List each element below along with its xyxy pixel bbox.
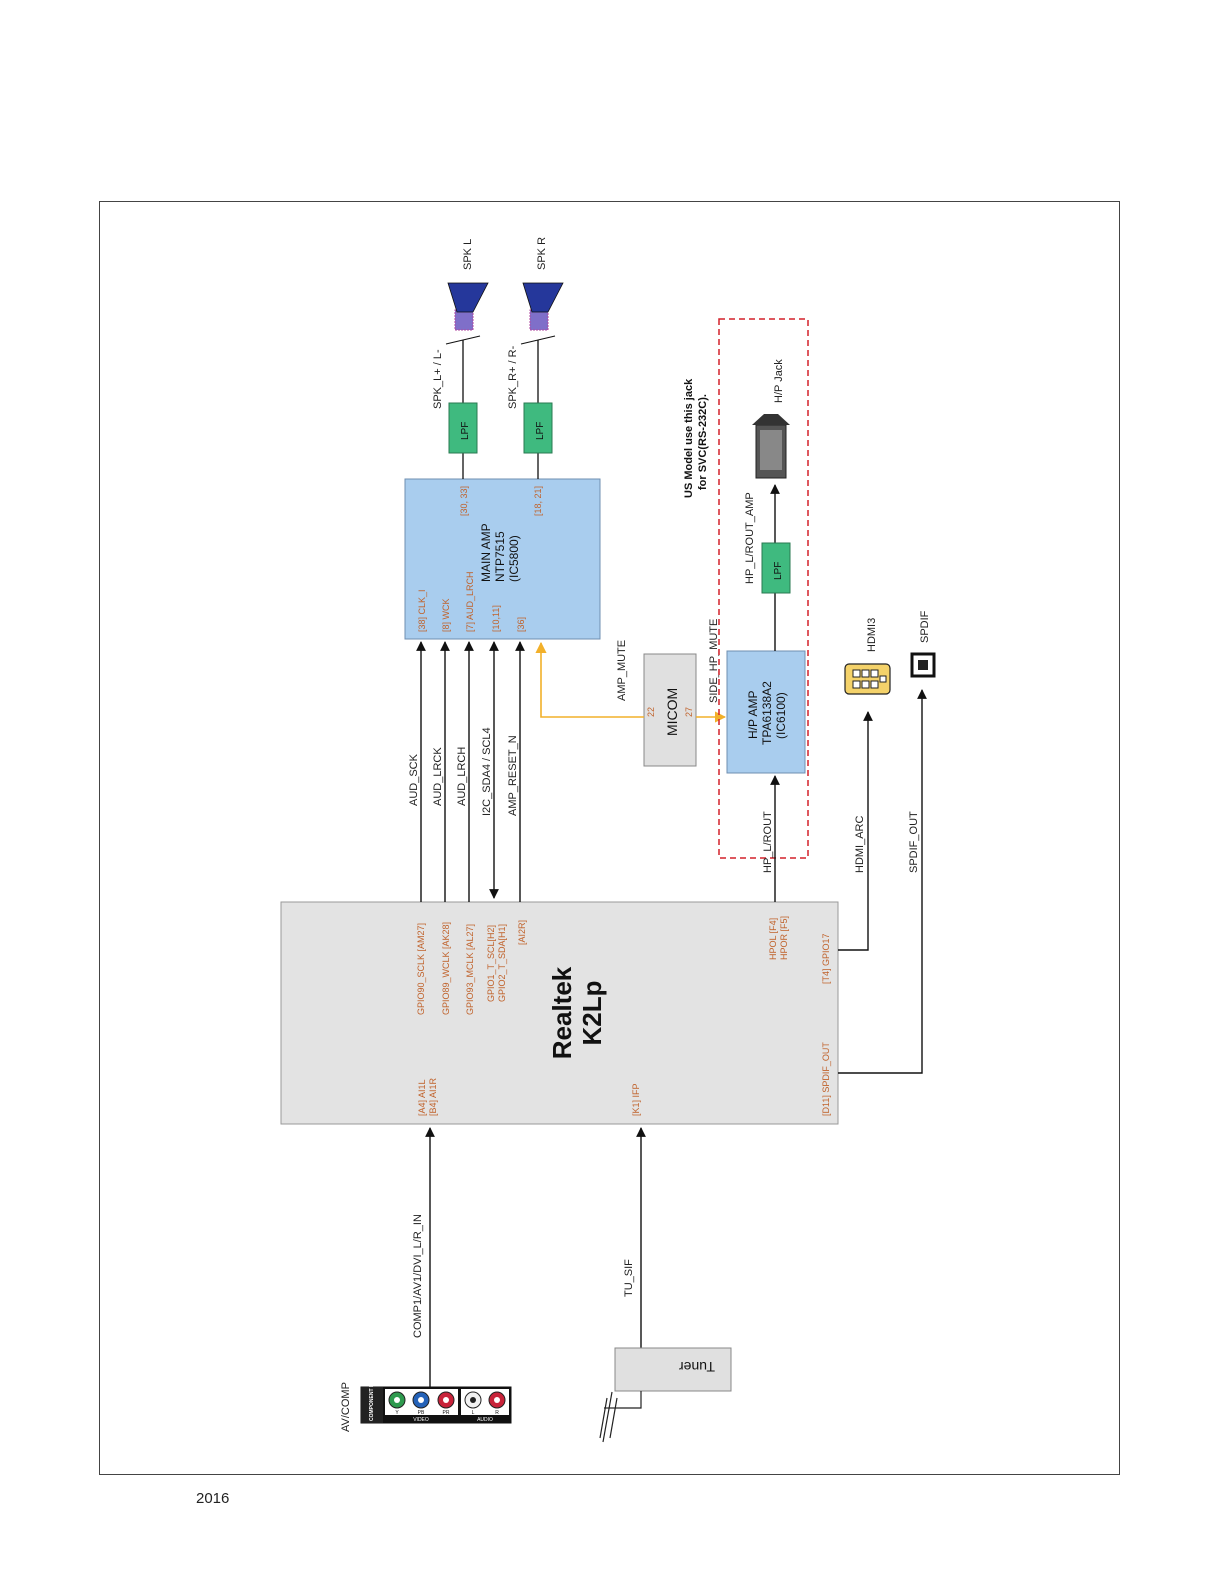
hdmi3-label: HDMI3	[866, 618, 878, 652]
speaker-right-icon	[522, 282, 564, 331]
micom-label: MICOM	[664, 688, 680, 736]
comp-in-label: COMP1/AV1/DVI_L/R_IN	[412, 1214, 424, 1338]
av-jack-l: L	[472, 1410, 475, 1416]
spdif-label: SPDIF	[919, 610, 931, 643]
hp-amp-chip: TPA6138A2	[760, 681, 774, 745]
lpf-left	[448, 402, 478, 454]
amp-pin-30-33: [30, 33]	[459, 486, 469, 516]
av-jack-y: Y	[395, 1410, 399, 1416]
antenna-icon	[599, 1391, 642, 1443]
av-jack-pb: PB	[418, 1410, 425, 1416]
pin-d11-spdif-out: [D11] SPDIF_OUT	[821, 1042, 831, 1116]
amp-pin-aud-lrch: [7] AUD_LRCH	[465, 571, 475, 632]
main-amp-block	[404, 478, 601, 640]
realtek-name: Realtek	[547, 966, 577, 1059]
pin-k1-ifp: [K1] IFP	[631, 1083, 641, 1116]
spk-l-wire-label: SPK_L+ / L-	[432, 349, 444, 409]
pin-b4-ai1r: [B4] AI1R	[428, 1077, 438, 1116]
hp-jack-icon	[752, 414, 790, 479]
amp-mute-label: AMP_MUTE	[616, 640, 628, 701]
spk-r-tick	[520, 335, 556, 345]
pin-gpio1-t-scl: GPIO1_T_SCL[H2]	[486, 925, 496, 1002]
hp-lrout-amp-label: HP_L/ROUT_AMP	[744, 492, 756, 584]
pin-ai2r: [AI2R]	[517, 920, 527, 945]
pin-t4-gpio17: [T4] GPIO17	[821, 933, 831, 984]
av-panel-title: COMPONENT IN	[369, 1382, 375, 1421]
amp-mute-line	[535, 641, 644, 718]
amp-pin-clk: [38] CLK_I	[417, 589, 427, 632]
amp-reset-label: AMP_RESET_N	[507, 735, 519, 816]
hdmi3-port-icon	[844, 663, 891, 695]
aud-lrch-label: AUD_LRCH	[456, 747, 468, 806]
spdif-out-label: SPDIF_OUT	[908, 811, 920, 873]
speaker-left-label: SPK L	[462, 239, 474, 270]
av-jack-pr: PR	[443, 1410, 450, 1416]
pin-gpio90-sclk: GPIO90_SCLK [AM27]	[416, 923, 426, 1015]
hdmi-arc-line	[838, 711, 873, 951]
micom-pin-22: 22	[646, 707, 656, 717]
us-model-note-line2: for SVC(RS-232C).	[697, 394, 709, 490]
av-jack-r: R	[495, 1410, 499, 1416]
pin-a4-ai1l: [A4] AI1L	[417, 1079, 427, 1116]
lpf-left-label: LPF	[460, 422, 471, 440]
hp-amp-ic: (IC6100)	[774, 692, 788, 739]
pin-hpor: HPOR [F5]	[779, 916, 789, 960]
hp-jack-label: H/P Jack	[773, 359, 785, 403]
lpf-right	[523, 402, 553, 454]
us-model-dashed-box	[718, 318, 809, 859]
amp-pin-wck: [8] WCK	[441, 598, 451, 632]
hdmi-arc-label: HDMI_ARC	[854, 815, 866, 873]
av-comp-jack-panel: COMPONENT IN Y PB PR L R VIDEO AUDIO	[360, 1382, 512, 1424]
spdif-port-icon	[910, 652, 936, 678]
lpf-hp	[761, 542, 791, 594]
amp-pin-36: [36]	[516, 617, 526, 632]
av-comp-label: AV/COMP	[340, 1382, 352, 1432]
hp-lrout-label: HP_L/ROUT	[762, 811, 774, 873]
speaker-left-icon	[447, 282, 489, 331]
tuner-block	[614, 1347, 732, 1392]
us-model-note-line1: US Model use this jack	[683, 378, 695, 498]
spdif-out-line	[838, 689, 927, 1074]
hp-amp-title: H/P AMP	[746, 691, 760, 739]
av-audio-label: AUDIO	[477, 1417, 493, 1423]
aud-lrck-label: AUD_LRCK	[432, 747, 444, 806]
aud-sck-label: AUD_SCK	[408, 753, 420, 806]
i2c-label: I2C_SDA4 / SCL4	[481, 727, 493, 816]
spk-l-tick	[445, 335, 481, 345]
side-hp-mute-label: SIDE_HP_MUTE	[708, 619, 720, 703]
main-amp-ic: (IC5800)	[507, 535, 521, 582]
lpf-right-label: LPF	[535, 422, 546, 440]
main-amp-title: MAIN AMP	[479, 523, 493, 582]
diagram-frame	[99, 201, 1120, 1475]
amp-pin-18-21: [18, 21]	[533, 486, 543, 516]
av-video-label: VIDEO	[413, 1417, 429, 1423]
tu-sif-label: TU_SIF	[623, 1259, 635, 1297]
main-amp-chip: NTP7515	[493, 531, 507, 582]
amp-pin-10-11: [10,11]	[491, 605, 501, 632]
pin-hpol: HPOL [F4]	[768, 918, 778, 960]
tuner-label: Tuner	[679, 1359, 715, 1375]
realtek-soc-block	[280, 901, 839, 1125]
micom-block	[643, 653, 697, 767]
hp-amp-block	[726, 650, 806, 774]
pin-gpio93-mclk: GPIO93_MCLK [AL27]	[465, 924, 475, 1015]
realtek-model: K2Lp	[577, 981, 607, 1046]
pin-gpio89-wclk: GPIO89_WCLK [AK28]	[441, 922, 451, 1015]
micom-pin-27: 27	[684, 707, 694, 717]
lpf-hp-label: LPF	[773, 562, 784, 580]
pin-gpio2-t-sda: GPIO2_T_SDA[H1]	[497, 924, 507, 1002]
page-year: 2016	[196, 1490, 230, 1507]
speaker-right-label: SPK R	[536, 237, 548, 270]
spk-r-wire-label: SPK_R+ / R-	[507, 345, 519, 409]
